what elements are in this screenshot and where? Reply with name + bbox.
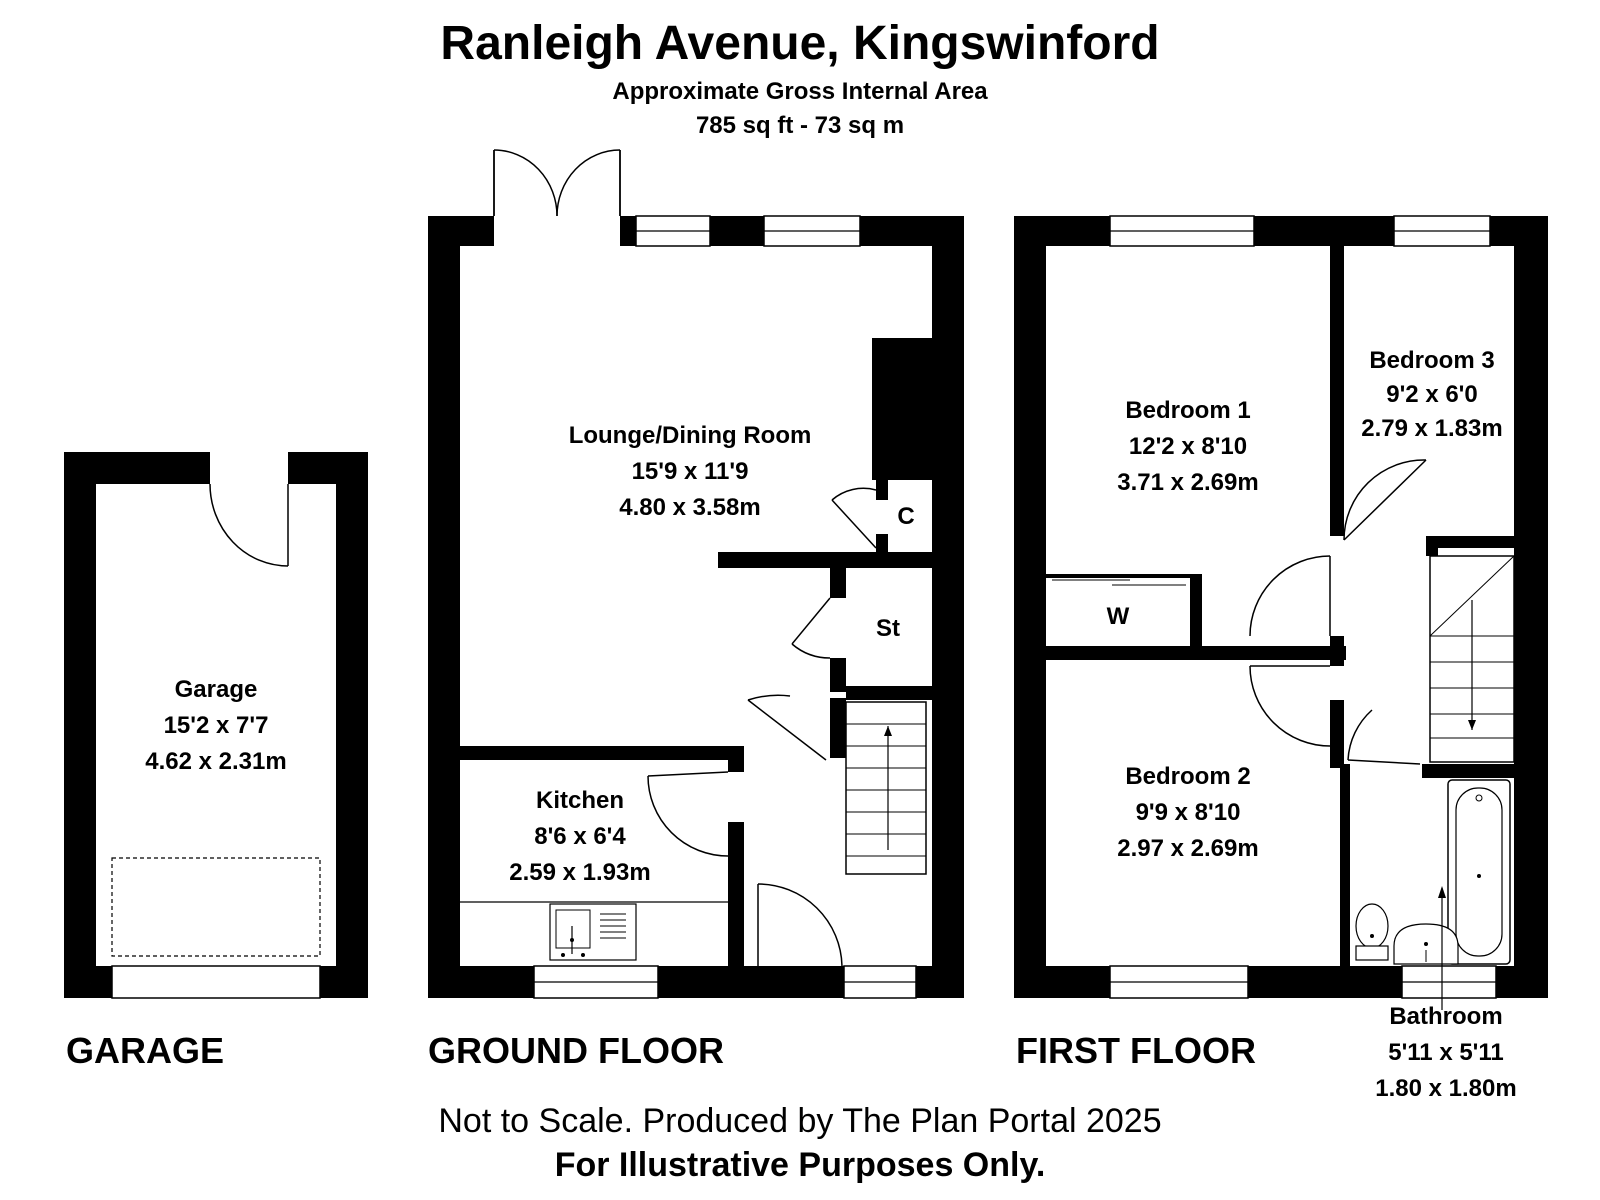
bedroom3-name: Bedroom 3 [1369, 347, 1494, 374]
garage-name: Garage [175, 676, 258, 703]
scale-note: Not to Scale. Produced by The Plan Porta… [438, 1102, 1162, 1140]
garage-metric: 4.62 x 2.31m [145, 748, 286, 775]
ground-floor-plan [428, 149, 964, 999]
bathroom-name: Bathroom [1389, 1003, 1502, 1030]
bedroom2-name: Bedroom 2 [1125, 763, 1250, 790]
gross-area: 785 sq ft - 73 sq m [695, 112, 905, 139]
lounge-name: Lounge/Dining Room [569, 422, 812, 449]
bathroom-metric: 1.80 x 1.80m [1375, 1075, 1516, 1102]
kitchen-metric: 2.59 x 1.93m [509, 859, 650, 886]
bedroom3-metric: 2.79 x 1.83m [1361, 415, 1502, 442]
lounge-imperial: 15'9 x 11'9 [632, 458, 749, 485]
disclaimer: For Illustrative Purposes Only. [554, 1146, 1046, 1184]
first-floor-stairs [1429, 555, 1515, 763]
kitchen-sink [460, 901, 728, 961]
garage-plan [64, 452, 368, 999]
bedroom2-imperial: 9'9 x 8'10 [1136, 799, 1241, 826]
first-floor-label: FIRST FLOOR [1016, 1030, 1256, 1071]
kitchen-imperial: 8'6 x 6'4 [534, 823, 626, 850]
ground-stairs [845, 701, 927, 875]
wash-basin [1393, 923, 1459, 965]
plan-title: Ranleigh Avenue, Kingswinford [440, 17, 1160, 70]
bedroom1-metric: 3.71 x 2.69m [1117, 469, 1258, 496]
bathroom-imperial: 5'11 x 5'11 [1388, 1039, 1504, 1066]
bedroom1-name: Bedroom 1 [1125, 397, 1250, 424]
french-doors [493, 149, 621, 217]
plan-subtitle: Approximate Gross Internal Area [612, 78, 988, 105]
bedroom3-imperial: 9'2 x 6'0 [1386, 381, 1478, 408]
garage-floor-label: GARAGE [66, 1030, 225, 1071]
bedroom1-imperial: 12'2 x 8'10 [1129, 433, 1247, 460]
cupboard-label: C [897, 503, 914, 530]
bedroom2-metric: 2.97 x 2.69m [1117, 835, 1258, 862]
store-label: St [876, 615, 900, 642]
garage-door-swing [209, 483, 289, 567]
toilet [1355, 903, 1389, 961]
wardrobe-label: W [1107, 603, 1130, 630]
ground-floor-label: GROUND FLOOR [428, 1030, 724, 1071]
garage-imperial: 15'2 x 7'7 [164, 712, 269, 739]
garage-storage-outline [111, 857, 321, 957]
kitchen-name: Kitchen [536, 787, 624, 814]
lounge-metric: 4.80 x 3.58m [619, 494, 760, 521]
room-labels: Garage 15'2 x 7'7 4.62 x 2.31m Lounge/Di… [145, 347, 1516, 1102]
first-floor-plan [1014, 215, 1548, 1010]
bathtub [1447, 779, 1511, 965]
